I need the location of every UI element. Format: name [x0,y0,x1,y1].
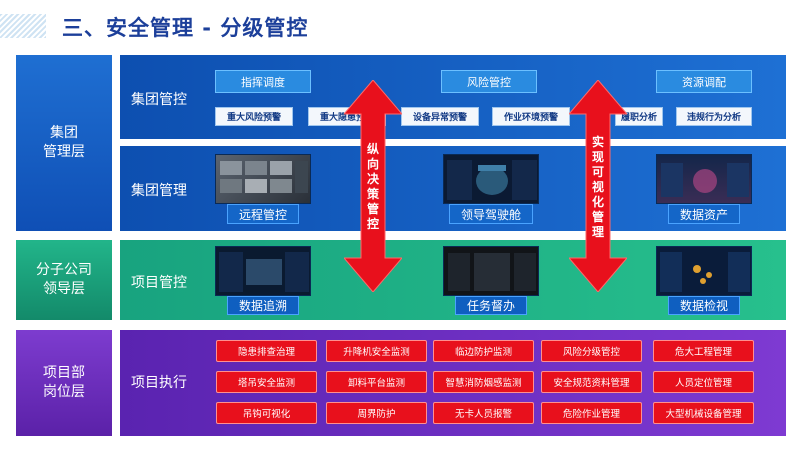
row-label: 项目管控 [131,275,187,291]
title-decoration [0,14,46,38]
item-hook-visualization: 吊钩可视化 [216,402,317,424]
item-risk-grading: 风险分级管控 [541,340,642,362]
chip-risk-control: 风险管控 [441,70,537,93]
panel-project-control: 项目管控 数据追溯 任务督办 数据检视 [120,240,786,320]
task-supervision-screenshot [443,246,539,296]
panel-group-management: 集团管理 远程管控 领导驾驶舱 数据资产 [120,146,786,231]
item-edge-protection: 临边防护监测 [433,340,534,362]
caption-remote-control: 远程管控 [227,204,299,224]
item-unloading-platform: 卸料平台监测 [326,371,427,393]
row-label: 集团管理 [131,183,187,199]
data-assets-screenshot [656,154,752,204]
chip-violation-analysis: 违规行为分析 [676,107,752,126]
chip-equipment-anomaly-warning: 设备异常预警 [401,107,479,126]
row-label: 集团管控 [131,92,187,108]
panel-group-control: 集团管控 指挥调度 风险管控 资源调配 重大风险预警 重大隐患预警 设备异常预警… [120,55,786,139]
item-perimeter-protection: 周界防护 [326,402,427,424]
page-title: 三、安全管理 - 分级管控 [62,16,309,40]
level-subsidiary-leadership: 分子公司 领导层 [16,240,112,320]
caption-leader-cockpit: 领导驾驶舱 [449,204,533,224]
item-smoke-detection: 智慧消防烟感监测 [433,371,534,393]
caption-data-assets: 数据资产 [668,204,740,224]
chip-major-risk-warning: 重大风险预警 [215,107,293,126]
double-arrow-right [569,80,627,292]
item-hazard-investigation: 隐患排查治理 [216,340,317,362]
caption-task-supervision: 任务督办 [455,296,527,315]
remote-control-screenshot [215,154,311,204]
level-project-post: 项目部 岗位层 [16,330,112,436]
item-dangerous-work: 危险作业管理 [541,402,642,424]
chip-resource-allocation: 资源调配 [656,70,752,93]
level-group-management: 集团 管理层 [16,55,112,231]
leader-cockpit-screenshot [443,154,539,204]
item-tower-crane-monitoring: 塔吊安全监测 [216,371,317,393]
caption-data-inspection: 数据检视 [668,296,740,315]
chip-duty-analysis: 履职分析 [615,107,663,126]
chip-command-dispatch: 指挥调度 [215,70,311,93]
item-safety-docs: 安全规范资料管理 [541,371,642,393]
data-inspection-screenshot [656,246,752,296]
item-elevator-monitoring: 升降机安全监测 [326,340,427,362]
data-trace-screenshot [215,246,311,296]
double-arrow-left [344,80,402,292]
item-no-card-alarm: 无卡人员报警 [433,402,534,424]
item-hazardous-project: 危大工程管理 [653,340,754,362]
chip-work-environment-warning: 作业环境预警 [492,107,570,126]
row-label: 项目执行 [131,375,187,391]
arrow-label-visual-management: 实现可视化管理 [591,135,604,239]
panel-project-execution: 项目执行 隐患排查治理 升降机安全监测 临边防护监测 风险分级管控 危大工程管理… [120,330,786,436]
caption-data-trace: 数据追溯 [227,296,299,315]
arrow-label-vertical-decision: 纵向决策管控 [366,142,379,231]
item-personnel-positioning: 人员定位管理 [653,371,754,393]
item-heavy-machinery: 大型机械设备管理 [653,402,754,424]
